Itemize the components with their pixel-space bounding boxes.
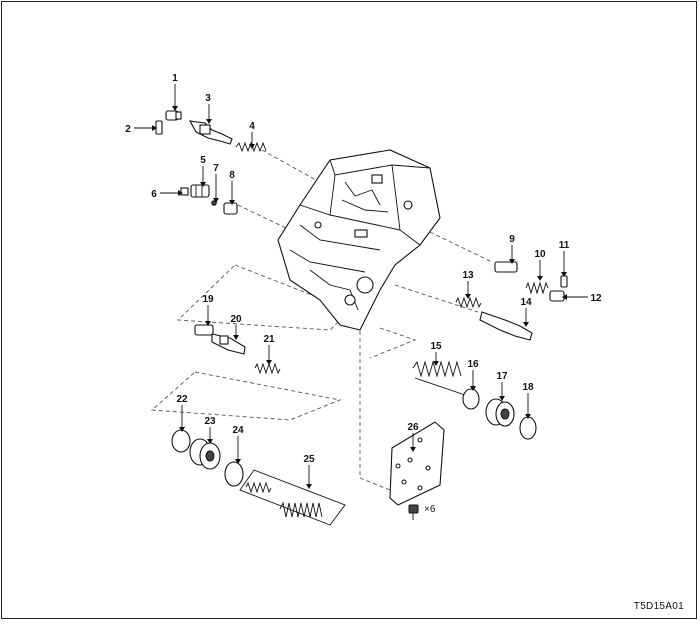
callout-19: 19 xyxy=(202,294,214,305)
part-19-valve xyxy=(194,324,214,336)
part-24-o-ring xyxy=(224,461,244,487)
part-4-spring xyxy=(235,141,267,153)
callout-11: 11 xyxy=(559,240,570,251)
callout-21: 21 xyxy=(263,334,275,345)
bolt-quantity-label: ×6 xyxy=(424,504,436,515)
part-10-spring xyxy=(525,281,549,295)
part-17-piston xyxy=(485,398,515,427)
callout-22: 22 xyxy=(176,394,188,405)
part-3-valve xyxy=(188,120,233,145)
part-20-valve xyxy=(211,333,246,355)
part-15-spring xyxy=(412,360,466,396)
callout-23: 23 xyxy=(204,416,216,427)
part-23-piston xyxy=(189,438,221,470)
callout-25: 25 xyxy=(303,454,315,465)
part-7-ball xyxy=(211,200,217,206)
callout-labels: 1 2 3 4 5 6 7 8 9 10 11 12 13 14 15 16 1… xyxy=(125,73,602,515)
callout-15: 15 xyxy=(430,341,442,352)
valve-body xyxy=(277,149,441,331)
assembly-guide-lines xyxy=(150,149,493,493)
callout-24: 24 xyxy=(232,425,244,436)
callout-14: 14 xyxy=(520,297,532,308)
callout-20: 20 xyxy=(230,314,242,325)
part-21-spring xyxy=(254,362,281,375)
part-9-valve xyxy=(494,261,518,273)
callout-3: 3 xyxy=(205,93,211,104)
callout-5: 5 xyxy=(200,155,206,166)
callout-9: 9 xyxy=(509,234,515,245)
part-8-valve xyxy=(223,202,238,215)
callout-10: 10 xyxy=(534,249,546,260)
part-6-plug xyxy=(180,187,189,196)
callout-18: 18 xyxy=(522,382,534,393)
callout-7: 7 xyxy=(213,163,219,174)
callout-2: 2 xyxy=(125,124,131,135)
callout-12: 12 xyxy=(590,293,602,304)
callout-4: 4 xyxy=(249,121,255,132)
callout-16: 16 xyxy=(467,359,479,370)
callout-6: 6 xyxy=(151,189,157,200)
part-5-sleeve xyxy=(190,184,210,198)
figure-reference-code: T5D15A01 xyxy=(633,601,684,612)
callout-8: 8 xyxy=(229,170,235,181)
callout-13: 13 xyxy=(462,270,474,281)
part-16-o-ring xyxy=(462,388,480,410)
part-1-plug xyxy=(165,110,182,121)
callout-17: 17 xyxy=(496,371,508,382)
callout-1: 1 xyxy=(172,73,178,84)
part-14-valve xyxy=(479,311,533,341)
callout-26: 26 xyxy=(407,422,419,433)
leader-lines xyxy=(134,84,588,486)
part-26-cover-plate xyxy=(389,421,445,506)
part-25-springs xyxy=(239,469,346,526)
part-13-spring xyxy=(455,296,482,309)
leader-arrowheads xyxy=(152,106,567,489)
bolt xyxy=(408,504,419,520)
